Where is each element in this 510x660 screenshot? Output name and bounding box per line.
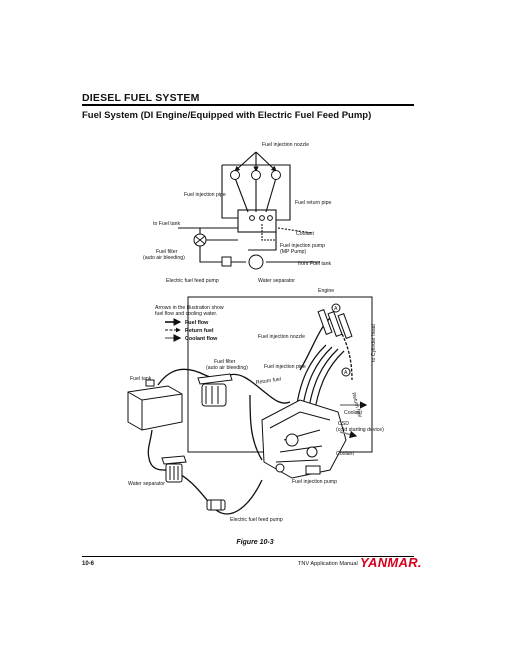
schematic-label-pipe: Fuel injection pipe bbox=[184, 192, 226, 198]
illus-label-nozzle: Fuel injection nozzle bbox=[258, 334, 305, 340]
schematic-label-pump-2: (MP Pump) bbox=[280, 249, 306, 255]
nozzle-icon bbox=[231, 171, 240, 180]
illus-label-coolant-2: Coolant bbox=[336, 451, 354, 457]
nozzle-icon bbox=[272, 171, 281, 180]
pump-port-icon bbox=[268, 216, 273, 221]
injection-pump-box bbox=[238, 210, 276, 232]
pump-port-icon bbox=[260, 216, 265, 221]
schematic-label-from-tank: from Fuel tank bbox=[298, 261, 332, 267]
schematic-label-coolant: Coolant bbox=[296, 231, 314, 237]
manual-title: TNV Application Manual bbox=[298, 561, 358, 567]
brand-logo: YANMAR. bbox=[360, 555, 422, 570]
fuel-tank bbox=[128, 380, 182, 430]
illus-label-return-fuel: Return fuel bbox=[255, 377, 281, 386]
legend-return: Return fuel bbox=[185, 328, 214, 334]
page-number: 10-6 bbox=[82, 561, 94, 567]
legend: Arrows in the illustration show fuel flo… bbox=[155, 305, 224, 342]
pump-port-icon bbox=[250, 216, 255, 221]
illus-label-csd-2: (cold starting device) bbox=[336, 427, 384, 433]
illus-label-pump: Fuel injection pump bbox=[292, 479, 337, 485]
marker-a-top: A bbox=[334, 306, 338, 312]
feed-pump-icon bbox=[222, 257, 231, 266]
legend-fuel: Fuel flow bbox=[185, 320, 209, 326]
schematic-label-separator: Water separator bbox=[258, 278, 295, 284]
water-separator-icon bbox=[249, 255, 263, 269]
electric-feed-pump bbox=[207, 500, 225, 510]
illus-label-coolant-1: Coolant bbox=[344, 410, 362, 416]
legend-coolant: Coolant flow bbox=[185, 336, 218, 342]
illus-label-fuel-tank: Fuel tank bbox=[130, 376, 152, 382]
illus-label-filter-2: (auto air bleeding) bbox=[206, 365, 248, 371]
schematic-label-nozzle: Fuel injection nozzle bbox=[262, 142, 309, 148]
fuel-filter bbox=[198, 374, 232, 406]
schematic-label-to-tank: to Fuel tank bbox=[153, 221, 181, 227]
injection-pump-body bbox=[262, 400, 346, 478]
schematic-label-filter-2: (auto air bleeding) bbox=[143, 255, 185, 261]
water-separator bbox=[162, 456, 186, 482]
marker-a-bottom: A bbox=[344, 370, 348, 376]
schematic-label-return-pipe: Fuel return pipe bbox=[295, 200, 331, 206]
schematic-labels: Fuel injection nozzle Fuel injection pip… bbox=[143, 142, 332, 284]
illus-label-pipe: Fuel injection pipe bbox=[264, 364, 306, 370]
figure-caption: Figure 10-3 bbox=[0, 539, 510, 546]
legend-intro-2: fuel flow and cooling water. bbox=[155, 311, 217, 317]
schematic-label-feed-pump: Electric fuel feed pump bbox=[166, 278, 219, 284]
illus-label-engine: Engine bbox=[318, 288, 334, 294]
nozzle-group bbox=[318, 304, 352, 376]
illus-label-separator: Water separator bbox=[128, 481, 165, 487]
illus-label-feed-pump: Electric fuel feed pump bbox=[230, 517, 283, 523]
illus-label-cyl-head: to Cylinder head bbox=[371, 324, 377, 362]
nozzle-icon bbox=[252, 171, 261, 180]
